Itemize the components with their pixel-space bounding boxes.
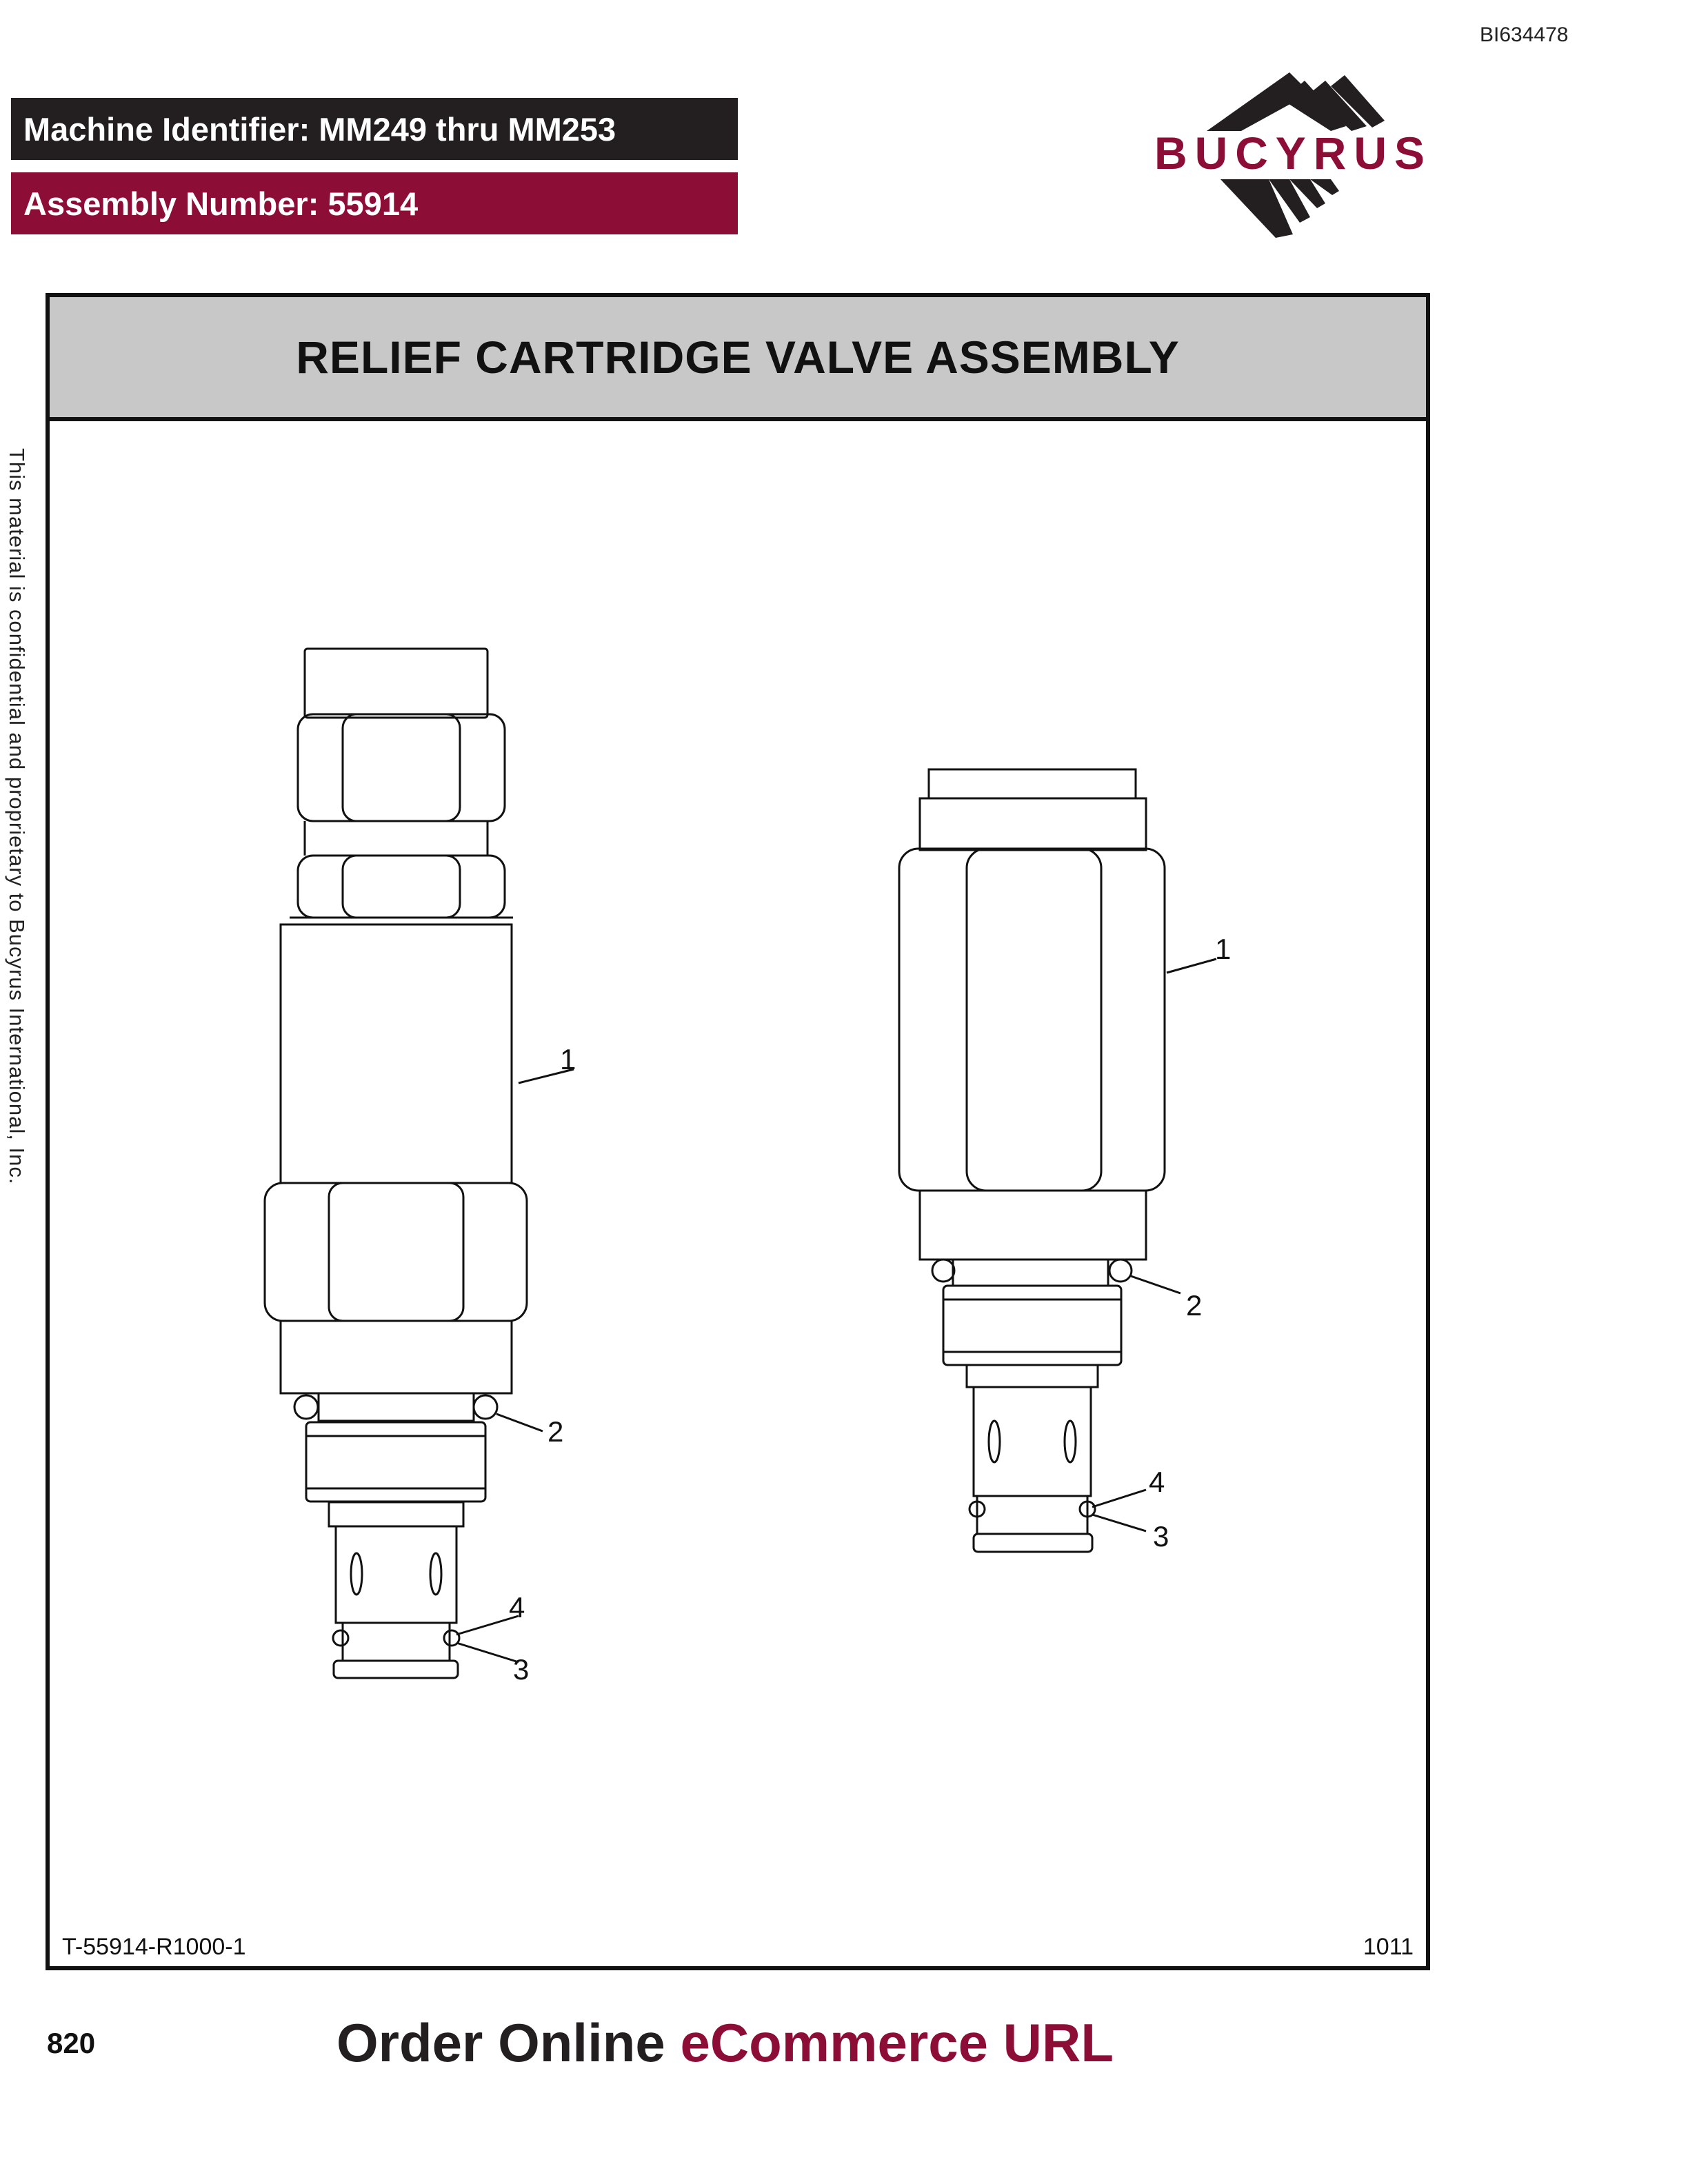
machine-identifier-bar: Machine Identifier: MM249 thru MM253 — [11, 98, 738, 160]
diagram-title: RELIEF CARTRIDGE VALVE ASSEMBLY — [296, 332, 1180, 383]
page-number: 820 — [47, 2027, 96, 2059]
bucyrus-logo: BUCYRUS — [1154, 72, 1425, 238]
order-online-banner: Order Online eCommerce URL — [336, 2012, 1114, 2074]
left-callout-2: 2 — [547, 1415, 563, 1448]
right-callout-4: 4 — [1149, 1466, 1165, 1498]
assembly-number-label: Assembly Number: 55914 — [23, 185, 419, 222]
right-callout-1: 1 — [1215, 933, 1231, 965]
title-band: RELIEF CARTRIDGE VALVE ASSEMBLY — [50, 297, 1426, 421]
right-callout-2: 2 — [1186, 1289, 1202, 1322]
assembly-number-bar: Assembly Number: 55914 — [11, 172, 738, 234]
date-code: 1011 — [1363, 1934, 1414, 1960]
order-online-text: Order Online — [336, 2012, 681, 2073]
machine-identifier-label: Machine Identifier: MM249 thru MM253 — [23, 110, 616, 148]
left-callout-3: 3 — [513, 1653, 529, 1686]
left-valve — [263, 647, 574, 1679]
document-id: BI634478 — [1480, 23, 1569, 46]
logo-text: BUCYRUS — [1154, 128, 1425, 179]
confidentiality-note: This material is confidential and propri… — [5, 448, 29, 1185]
right-callout-3: 3 — [1153, 1520, 1169, 1553]
valve-drawing: 1 2 4 3 1 2 4 3 — [263, 647, 1231, 1686]
drawing-reference: T-55914-R1000-1 — [62, 1934, 246, 1960]
left-callout-1: 1 — [560, 1043, 576, 1075]
diagram-frame: RELIEF CARTRIDGE VALVE ASSEMBLY — [46, 293, 1430, 1970]
right-valve — [898, 768, 1217, 1553]
left-callout-4: 4 — [509, 1591, 525, 1624]
ecommerce-url-link[interactable]: eCommerce URL — [680, 2012, 1114, 2073]
